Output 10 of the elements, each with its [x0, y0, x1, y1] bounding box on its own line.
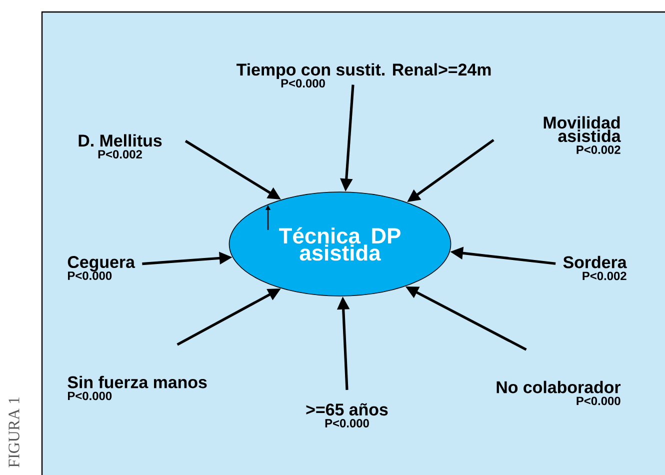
figure-label: FIGURA 1 — [8, 397, 20, 468]
factor-label: Movilidad asistida P<0.002 — [544, 116, 621, 154]
factor-label: Tiempo con sustit. Renal>=24m P<0.000 — [236, 63, 491, 88]
factor-label: >=65 años P<0.000 — [306, 403, 388, 428]
factor-label: Sin fuerza manos P<0.000 — [68, 376, 207, 400]
ellipse-node: Técnica DP asistida — [228, 192, 452, 296]
factor-label: Sordera P<0.002 — [563, 256, 627, 280]
factor-label: No colaborador P<0.000 — [496, 380, 621, 406]
factor-label: D. Mellitus P<0.002 — [78, 134, 162, 159]
factor-label: Ceguera P<0.000 — [68, 256, 136, 280]
